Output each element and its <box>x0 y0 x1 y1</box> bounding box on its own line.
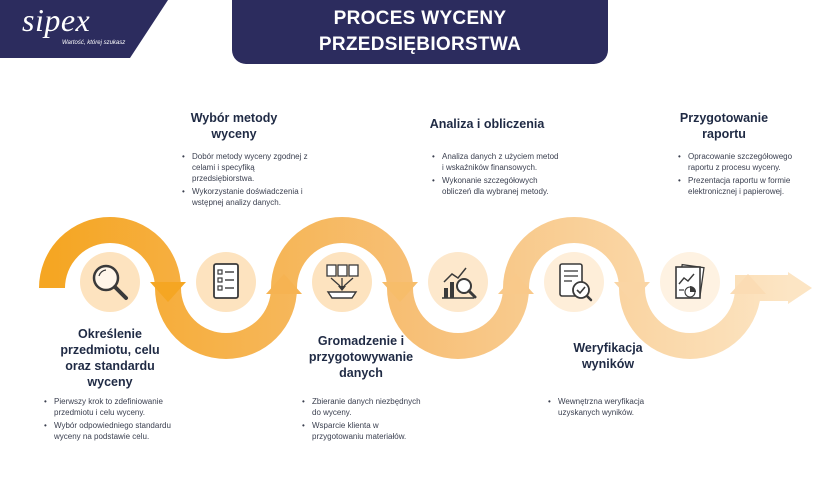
step-3-heading: Gromadzenie i przygotowywanie danych <box>296 333 426 381</box>
step-1-heading-line: wyceny <box>87 375 133 389</box>
step-3-heading-line: danych <box>339 366 383 380</box>
arrow-end <box>788 272 812 304</box>
step-2-bullet: Wykorzystanie doświadczenia i wstępnej a… <box>182 186 310 208</box>
step-1-heading-line: oraz standardu <box>65 359 155 373</box>
arrow-head-4 <box>498 274 534 294</box>
step-4-bullets: Analiza danych z użyciem metod i wskaźni… <box>432 151 562 199</box>
step-2-heading-line: wyceny <box>211 127 257 141</box>
step-1-bullet: Pierwszy krok to zdefiniowanie przedmiot… <box>44 396 182 418</box>
step-3-bullet: Zbieranie danych niezbędnych do wyceny. <box>302 396 428 418</box>
step-1-bullet: Wybór odpowiedniego standardu wyceny na … <box>44 420 182 442</box>
logo: sipex Wartość, której szukasz <box>0 0 168 58</box>
step-2-bullets: Dobór metody wyceny zgodnej z celami i s… <box>182 151 310 210</box>
page-title-line-2: PRZEDSIĘBIORSTWA <box>318 34 522 55</box>
title-banner: PROCES WYCENY PRZEDSIĘBIORSTWA <box>232 0 608 64</box>
step-2-bullet: Dobór metody wyceny zgodnej z celami i s… <box>182 151 310 184</box>
step-2-heading-line: Wybór metody <box>190 111 278 125</box>
step-5-bullet: Wewnętrzna weryfikacja uzyskanych wynikó… <box>548 396 678 418</box>
step-3-bullets: Zbieranie danych niezbędnych do wyceny. … <box>302 396 428 444</box>
step-6-bullets: Opracowanie szczegółowego raportu z proc… <box>678 151 804 199</box>
step-4-bullet: Wykonanie szczegółowych obliczeń dla wyb… <box>432 175 562 197</box>
step-6-bullet: Opracowanie szczegółowego raportu z proc… <box>678 151 804 173</box>
step-4-bullet: Analiza danych z użyciem metod i wskaźni… <box>432 151 562 173</box>
checklist-icon <box>198 254 254 310</box>
arrow-head-5 <box>614 282 650 302</box>
arrow-head-6 <box>730 274 766 294</box>
arrow-head-1 <box>150 282 186 302</box>
step-6-heading-line: Przygotowanie <box>679 111 769 125</box>
step-6-bullet: Prezentacja raportu w formie elektronicz… <box>678 175 804 197</box>
step-5-heading-line: wyników <box>581 357 635 371</box>
arrow-head-3 <box>382 282 418 302</box>
step-6-heading: Przygotowanie raportu <box>664 110 784 142</box>
arrow-head-2 <box>266 274 302 294</box>
chart-analysis-icon <box>430 254 486 310</box>
step-5-bullets: Wewnętrzna weryfikacja uzyskanych wynikó… <box>548 396 678 420</box>
magnifier-icon <box>82 254 138 310</box>
step-4-heading: Analiza i obliczenia <box>412 116 562 132</box>
step-3-heading-line: przygotowywanie <box>308 350 414 364</box>
step-2-heading: Wybór metody wyceny <box>174 110 294 142</box>
step-1-heading: Określenie przedmiotu, celu oraz standar… <box>50 326 170 390</box>
brand-name: sipex <box>22 2 91 38</box>
page-title-line-1: PROCES WYCENY <box>333 8 507 29</box>
brand-tagline: Wartość, której szukasz <box>62 40 126 46</box>
document-verify-icon <box>546 254 602 310</box>
step-3-bullet: Wsparcie klienta w przygotowaniu materia… <box>302 420 428 442</box>
step-3-heading-line: Gromadzenie i <box>317 334 405 348</box>
step-5-heading: Weryfikacja wyników <box>548 340 668 372</box>
logo-background <box>0 0 168 58</box>
report-icon <box>662 254 718 310</box>
step-6-heading-line: raportu <box>702 127 746 141</box>
step-5-heading-line: Weryfikacja <box>573 341 643 355</box>
step-1-bullets: Pierwszy krok to zdefiniowanie przedmiot… <box>44 396 182 444</box>
data-collection-icon <box>314 254 370 310</box>
step-1-heading-line: Określenie <box>78 327 142 341</box>
step-1-heading-line: przedmiotu, celu <box>60 343 160 357</box>
step-4-heading-line: Analiza i obliczenia <box>429 117 545 131</box>
